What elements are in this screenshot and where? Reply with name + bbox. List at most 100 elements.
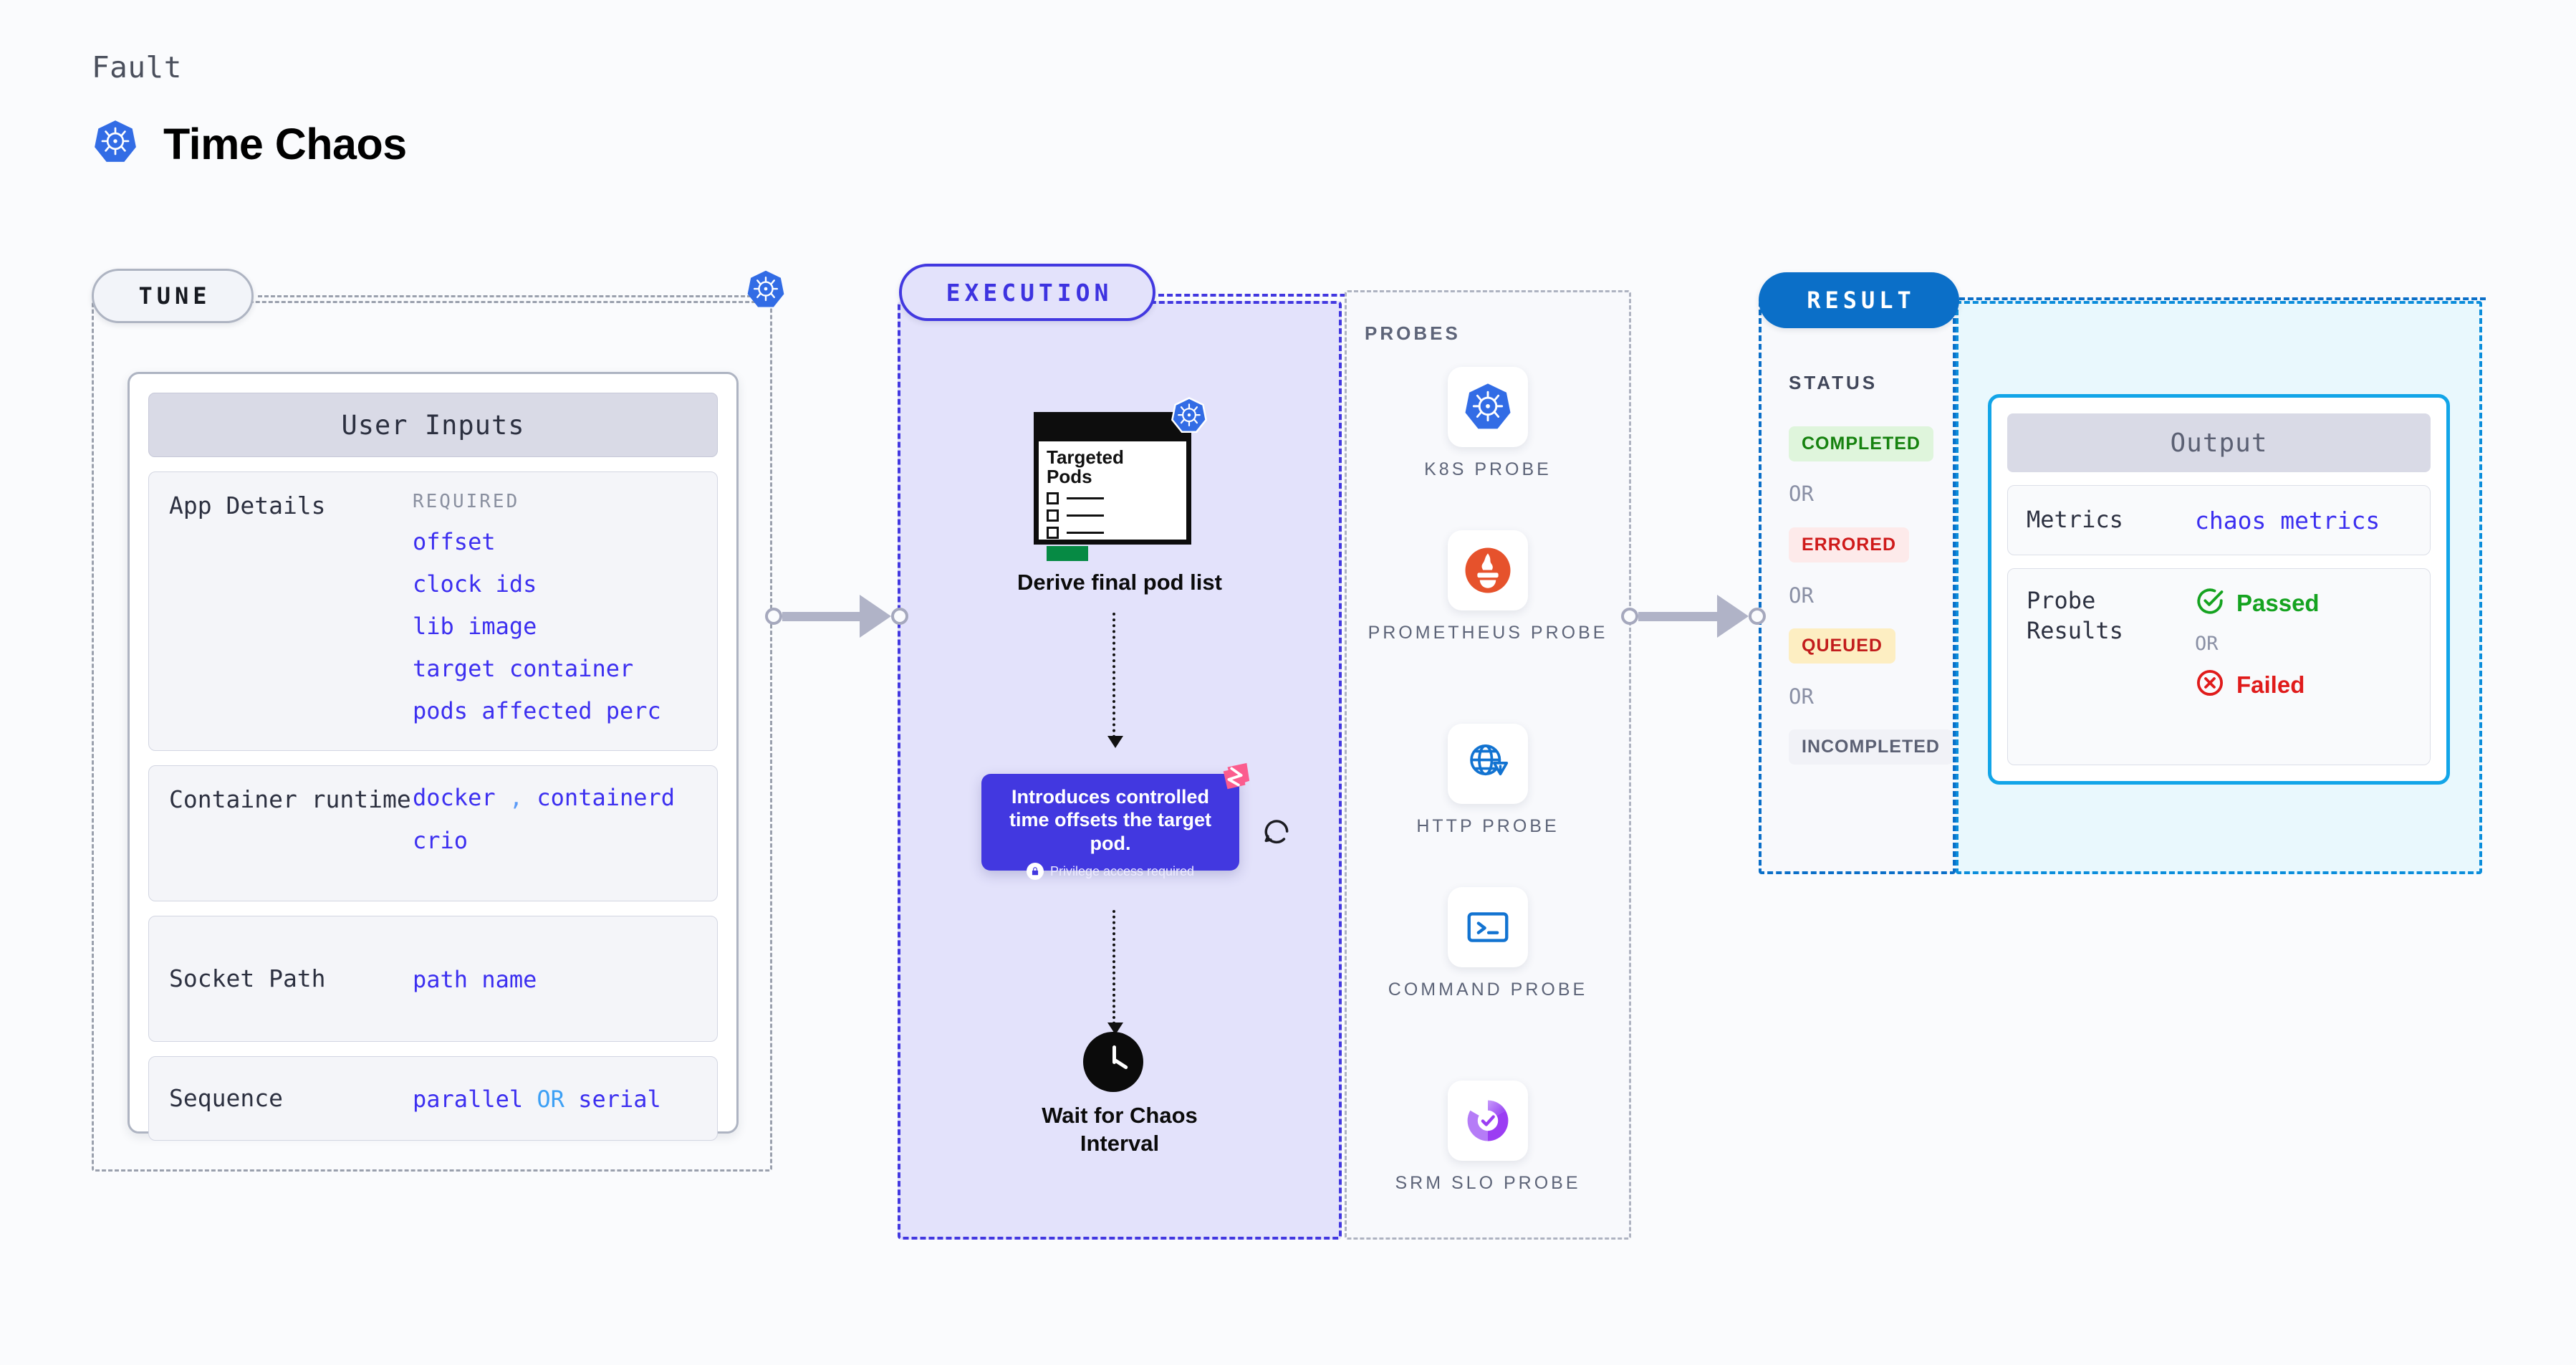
input-row-sequence: Sequence parallel OR serial	[148, 1056, 718, 1141]
globe-warning-icon	[1448, 724, 1528, 804]
input-row-app-details: App Details REQUIRED offset clock ids li…	[148, 471, 718, 751]
result-status-panel	[1759, 301, 1956, 874]
connector-start-dot	[1621, 608, 1638, 625]
input-value: parallel	[413, 1086, 524, 1113]
row-label: Metrics	[2027, 506, 2123, 534]
or-label: OR	[2195, 633, 2219, 655]
row-label: Socket Path	[169, 964, 326, 992]
targeted-pods-document: Targeted Pods	[1034, 397, 1207, 561]
kubernetes-icon	[92, 118, 139, 169]
passed-label: Passed	[2236, 589, 2320, 616]
document-highlight-block	[1047, 545, 1088, 561]
probe-item-k8s[interactable]: K8S PROBE	[1345, 367, 1631, 482]
or-label: OR	[1789, 482, 1814, 506]
fault-description-text: Introduces controlled time offsets the t…	[1009, 786, 1212, 854]
kubernetes-icon	[1448, 367, 1528, 447]
document-body: Targeted Pods	[1034, 412, 1191, 561]
wait-for-chaos-interval-label: Wait for Chaos Interval	[1042, 1103, 1198, 1156]
connector-arrowhead	[860, 595, 891, 638]
fault-description-tooltip: Introduces controlled time offsets the t…	[981, 762, 1250, 881]
check-circle-icon	[2195, 586, 2225, 620]
slo-donut-icon	[1448, 1081, 1528, 1161]
probes-title: PROBES	[1365, 322, 1461, 344]
probe-label: COMMAND PROBE	[1388, 980, 1588, 1000]
probe-label: K8S PROBE	[1424, 459, 1552, 479]
status-title: STATUS	[1789, 372, 1878, 393]
harness-icon	[1219, 760, 1252, 797]
checkbox-icon	[1047, 509, 1059, 522]
value-separator: ,	[509, 784, 524, 811]
document-title: Targeted Pods	[1047, 446, 1124, 488]
or-label: OR	[1789, 583, 1814, 608]
connector-end-dot	[891, 608, 908, 625]
page-title-row: Time Chaos	[92, 118, 407, 169]
value-conjunction: OR	[537, 1086, 564, 1113]
failed-label: Failed	[2236, 671, 2305, 698]
execution-stage-pill[interactable]: EXECUTION	[899, 264, 1155, 321]
probe-label: SRM SLO PROBE	[1395, 1173, 1581, 1193]
x-circle-icon	[2195, 668, 2225, 701]
connector-line	[782, 611, 861, 621]
privilege-note-text: Privilege access required	[1049, 863, 1195, 878]
status-badge-errored: ERRORED	[1789, 527, 1910, 562]
lock-icon	[1026, 863, 1044, 881]
connector-tune-to-execution	[765, 595, 908, 638]
input-row-container-runtime: Container runtime docker , containerd cr…	[148, 765, 718, 901]
derive-final-pod-list-label: Derive final pod list	[1017, 570, 1222, 595]
input-value: containerd	[537, 784, 676, 811]
tune-stage-pill[interactable]: TUNE	[92, 269, 254, 323]
user-inputs-card: User Inputs App Details REQUIRED offset …	[128, 372, 739, 1141]
result-top-dashed-line	[1959, 297, 2486, 300]
input-value: lib image	[413, 613, 537, 640]
probe-item-prometheus[interactable]: PROMETHEUS PROBE	[1345, 530, 1631, 646]
connector-start-dot	[765, 608, 782, 625]
document-checklist-item	[1039, 509, 1186, 522]
output-row-probe-results: Probe Results Passed OR	[2007, 568, 2431, 765]
user-inputs-header: User Inputs	[148, 393, 718, 457]
tune-panel	[92, 301, 772, 1172]
flow-arrow	[1107, 613, 1123, 748]
text-rule	[1067, 514, 1104, 517]
terminal-icon	[1448, 887, 1528, 967]
fault-eyebrow-label: Fault	[92, 50, 182, 85]
probe-label: HTTP PROBE	[1416, 816, 1559, 836]
input-value: pods affected perc	[413, 697, 661, 724]
input-value: path name	[413, 966, 537, 993]
probe-item-http[interactable]: HTTP PROBE	[1345, 724, 1631, 839]
kubernetes-icon	[745, 269, 787, 314]
row-label: Probe Results	[2027, 587, 2123, 644]
status-badge-completed: COMPLETED	[1789, 426, 1933, 461]
probe-result-passed: Passed	[2195, 586, 2411, 620]
connector-arrowhead	[1717, 595, 1749, 638]
status-badge-incompleted: INCOMPLETED	[1789, 729, 1953, 765]
text-rule	[1067, 531, 1104, 534]
probe-label: PROMETHEUS PROBE	[1368, 623, 1608, 643]
text-rule	[1067, 497, 1104, 499]
row-label: Container runtime	[169, 785, 411, 813]
input-row-socket-path: Socket Path path name	[148, 916, 718, 1042]
kubernetes-icon	[1170, 396, 1208, 439]
clock-icon	[1083, 1032, 1143, 1092]
row-label: App Details	[169, 492, 326, 519]
input-value: offset	[413, 528, 496, 555]
prometheus-icon	[1448, 530, 1528, 610]
connector-line	[1638, 611, 1719, 621]
metrics-value: chaos metrics	[2195, 506, 2380, 535]
connector-end-dot	[1749, 608, 1766, 625]
document-titlebar	[1039, 417, 1186, 441]
probe-item-command[interactable]: COMMAND PROBE	[1345, 887, 1631, 1002]
input-value: clock ids	[413, 570, 537, 598]
input-value: serial	[578, 1086, 661, 1113]
result-stage-pill[interactable]: RESULT	[1759, 272, 1959, 328]
or-label: OR	[1789, 684, 1814, 709]
checkbox-icon	[1047, 492, 1059, 504]
document-checklist-item	[1039, 526, 1186, 539]
refresh-icon[interactable]	[1261, 817, 1292, 852]
input-value: crio	[413, 827, 468, 854]
checkbox-icon	[1047, 526, 1059, 539]
probe-item-srm-slo[interactable]: SRM SLO PROBE	[1345, 1081, 1631, 1196]
probe-result-failed: Failed	[2195, 668, 2411, 701]
output-card: Output Metrics chaos metrics Probe Resul…	[1988, 394, 2450, 785]
connector-execution-to-result	[1621, 595, 1766, 638]
tune-top-dashed-line	[258, 295, 777, 297]
